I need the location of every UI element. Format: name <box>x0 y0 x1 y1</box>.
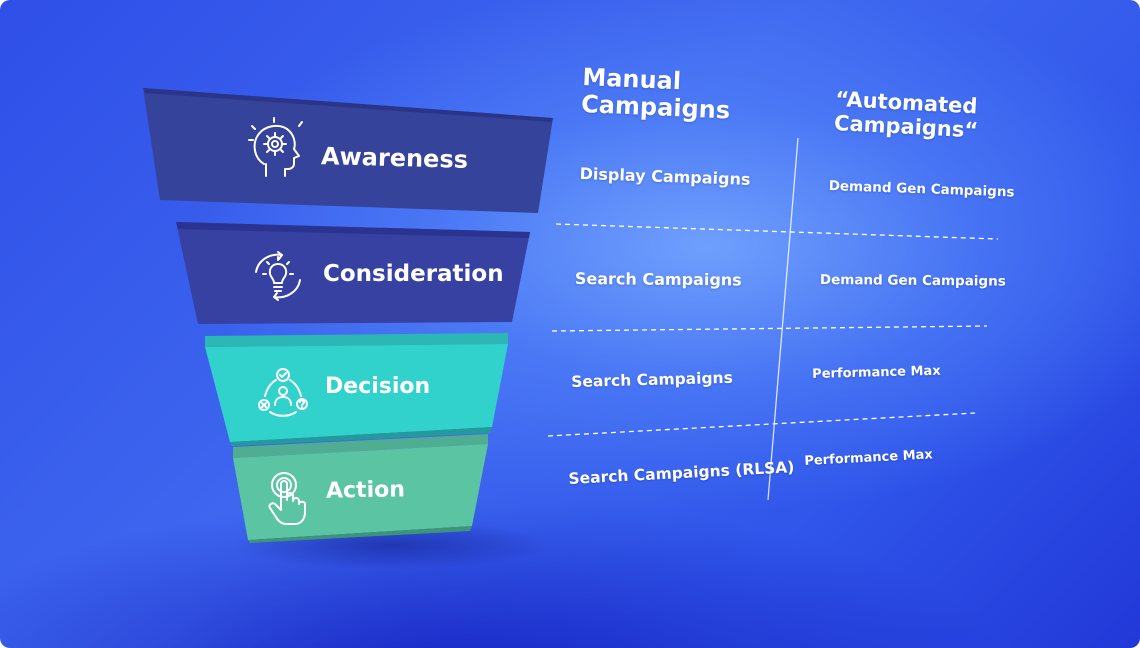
manual-campaigns-header: Manual Campaigns <box>580 63 731 125</box>
funnel-stage-action <box>233 434 488 543</box>
stage-label-action: Action <box>325 477 406 504</box>
stage-label-consideration: Consideration <box>323 261 504 287</box>
tap-hand-icon <box>268 472 306 525</box>
row-divider-2 <box>551 325 988 332</box>
decision-cycle-icon <box>258 368 308 417</box>
stage-label-awareness: Awareness <box>320 142 469 174</box>
column-divider <box>767 137 799 501</box>
manual-cell-consideration: Search Campaigns <box>574 269 742 290</box>
automated-campaigns-header: “Automated Campaigns“ <box>833 87 979 142</box>
row-divider-1 <box>555 223 999 240</box>
funnel-stage-consideration <box>176 222 530 324</box>
stage-label-decision: Decision <box>325 374 431 399</box>
cycle-lightbulb-icon <box>255 251 301 301</box>
automated-cell-consideration: Demand Gen Campaigns <box>819 272 1006 290</box>
funnel-stage-awareness <box>143 88 553 213</box>
lightbulb-head-icon <box>248 117 303 177</box>
row-divider-3 <box>547 412 976 437</box>
